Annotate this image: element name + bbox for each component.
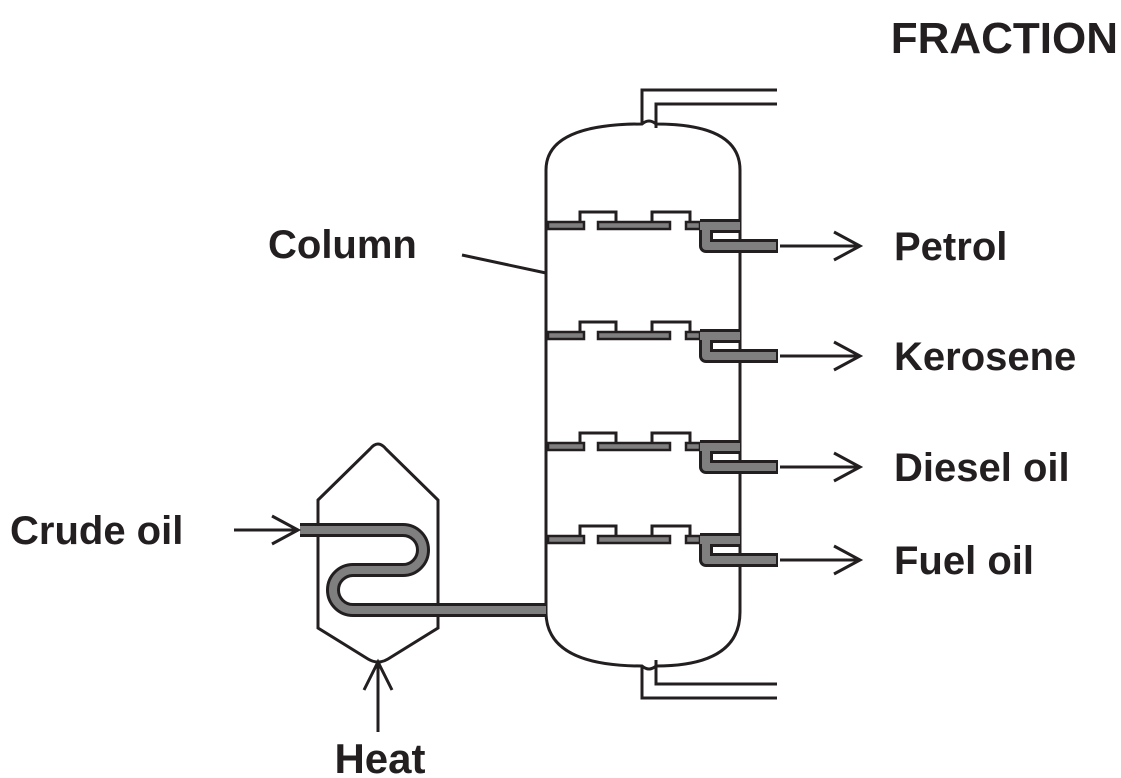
fraction-output-petrol: Petrol [780,225,1007,269]
tray-plate [684,220,702,231]
tray-1 [546,210,778,253]
distillation-column [544,119,742,671]
output-arrow-head [833,230,864,262]
fraction-label-petrol: Petrol [894,225,1007,269]
bubble-cap [578,524,618,536]
fraction-output-kerosene: Kerosene [780,335,1076,379]
bottom-outlet-pipe [640,660,777,700]
fraction-output-diesel-oil: Diesel oil [780,446,1070,490]
tray-plate [546,220,586,231]
output-arrow-head [833,340,864,372]
column-trays [546,210,778,567]
tray-plate [684,534,702,545]
bubble-cap [578,431,618,443]
bubble-cap [578,210,618,222]
bubble-cap [578,320,618,332]
tray-plate [546,330,586,341]
column-leader-line [461,253,547,275]
heat-label: Heat [334,735,425,778]
crude-oil-arrow [234,514,302,546]
fraction-label-diesel-oil: Diesel oil [894,446,1070,490]
tray-4 [546,524,778,567]
heating-coil-pipe [300,523,546,617]
fraction-label-fuel-oil: Fuel oil [894,539,1034,583]
draw-off-pipe-core [700,222,776,250]
fraction-header: FRACTION [891,14,1118,63]
bubble-cap [650,524,692,536]
draw-off-pipe-core [700,536,776,564]
bubble-cap [650,210,692,222]
crude-oil-label: Crude oil [10,509,183,553]
column-label: Column [268,223,417,267]
tray-plate [546,441,586,452]
furnace [316,442,440,664]
draw-off-pipe-core [700,332,776,360]
tray-2 [546,320,778,363]
heat-arrow [362,658,394,732]
bubble-cap [650,431,692,443]
tray-plate [596,330,672,341]
tray-plate [596,220,672,231]
output-arrow-head [833,544,864,576]
tray-plate [684,441,702,452]
bubble-cap [650,320,692,332]
fraction-output-fuel-oil: Fuel oil [780,539,1034,583]
fraction-label-kerosene: Kerosene [894,335,1076,379]
tray-plate [546,534,586,545]
draw-off-pipe-core [700,443,776,471]
tray-plate [684,330,702,341]
tray-plate [596,441,672,452]
top-outlet-pipe [640,88,777,128]
tray-3 [546,431,778,474]
tray-plate [596,534,672,545]
output-arrow-head [833,451,864,483]
